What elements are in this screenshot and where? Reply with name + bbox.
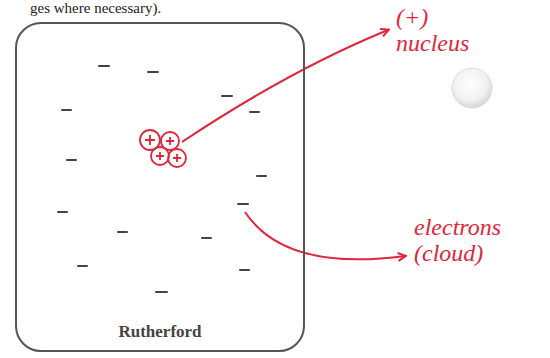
leader-arrow [182,30,388,142]
handwritten-note: electrons (cloud) [414,214,539,267]
model-name: Rutherford [17,322,303,342]
handwritten-note: (+) nucleus [396,4,491,57]
gray-ball [452,68,492,108]
model-frame: Rutherford [15,22,305,352]
nucleus-cluster [140,130,186,167]
electron-marks [58,66,266,292]
leader-arrow [245,212,405,259]
cut-off-text: ges where necessary). [30,0,290,17]
